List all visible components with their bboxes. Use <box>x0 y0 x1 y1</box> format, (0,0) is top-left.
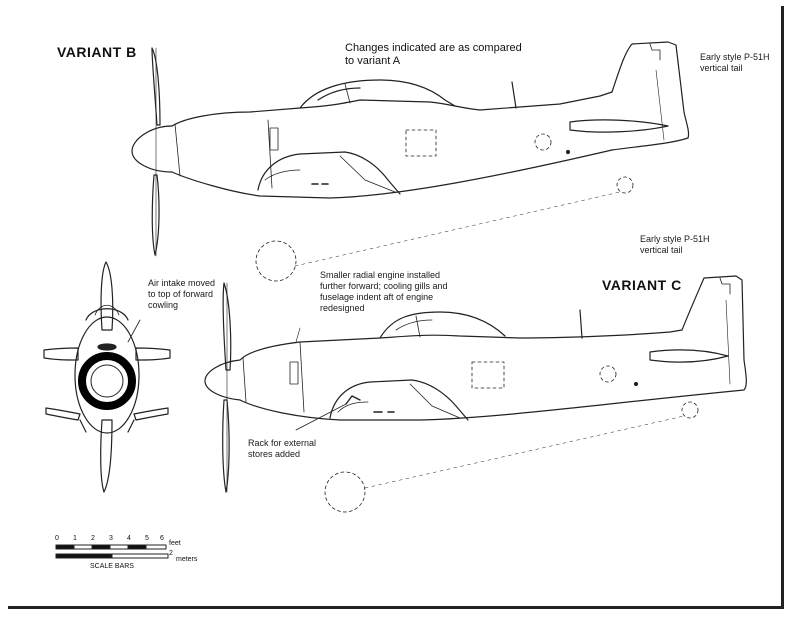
rack-note-line: Rack for external <box>248 438 317 448</box>
scale-caption: SCALE BARS <box>90 563 134 570</box>
rack-note-line: stores added <box>248 449 301 459</box>
scale-tick-feet: 2 <box>91 535 95 542</box>
tail-note-c-line: vertical tail <box>640 245 683 255</box>
scale-tick-feet: 4 <box>127 535 131 542</box>
rack-note: Rack for external stores added <box>248 438 316 460</box>
intake-note-line: to top of forward <box>148 289 214 299</box>
scale-tick-meters: 2 <box>169 550 173 557</box>
tail-note-c: Early style P-51H vertical tail <box>640 234 710 256</box>
engine-note-line: fuselage indent aft of engine <box>320 292 434 302</box>
engine-note-line: further forward; cooling gills and <box>320 281 448 291</box>
scale-tick-feet: 0 <box>55 535 59 542</box>
changes-note: Changes indicated are as compared to var… <box>345 42 522 68</box>
engine-note-line: Smaller radial engine installed <box>320 270 441 280</box>
sheet-border <box>8 6 784 609</box>
intake-note-line: cowling <box>148 300 179 310</box>
scale-tick-feet: 1 <box>73 535 77 542</box>
variant-b-side-view <box>131 41 690 282</box>
tail-note-b: Early style P-51H vertical tail <box>700 52 770 74</box>
changes-note-line: Changes indicated are as compared <box>345 42 522 54</box>
scale-unit-feet: feet <box>169 540 181 547</box>
engine-note-line: redesigned <box>320 303 365 313</box>
intake-note-line: Air intake moved <box>148 278 216 288</box>
tail-note-b-line: Early style P-51H <box>700 52 770 62</box>
scale-tick-feet: 6 <box>160 535 164 542</box>
scale-unit-meters: meters <box>176 556 198 563</box>
intake-note: Air intake moved to top of forward cowli… <box>148 278 215 311</box>
scale-bars <box>55 544 169 559</box>
tail-note-c-line: Early style P-51H <box>640 234 710 244</box>
engine-note: Smaller radial engine installed further … <box>320 270 448 314</box>
changes-note-line: to variant A <box>345 55 401 67</box>
tail-note-b-line: vertical tail <box>700 63 743 73</box>
front-view <box>43 261 171 493</box>
variant-c-side-view <box>204 275 747 513</box>
variant-b-title: VARIANT B <box>57 44 137 60</box>
scale-tick-feet: 5 <box>145 535 149 542</box>
scale-tick-feet: 3 <box>109 535 113 542</box>
variant-c-title: VARIANT C <box>602 277 682 293</box>
